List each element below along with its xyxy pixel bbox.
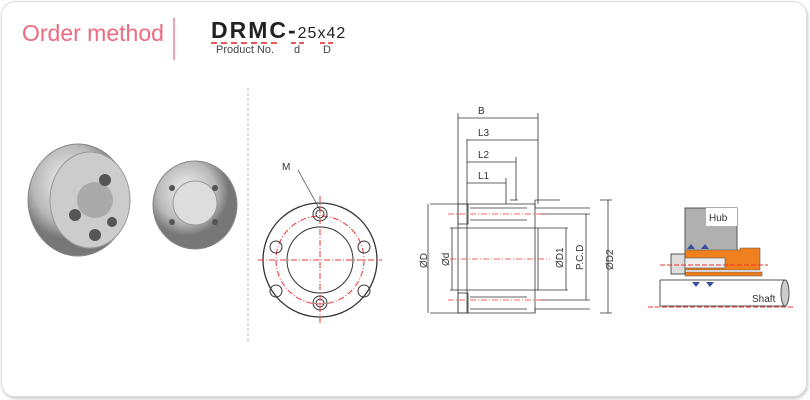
product-underline (211, 42, 277, 44)
section-title: Order method (22, 20, 164, 46)
dim-L2: L2 (478, 150, 490, 161)
D-label: D (323, 44, 331, 56)
dim-OD1: ØD1 (555, 247, 566, 268)
hub-label: Hub (709, 213, 728, 224)
product-number: DRMC- (211, 17, 298, 43)
product-no-label: Product No. (216, 44, 275, 56)
front-view (258, 169, 382, 324)
divider (173, 18, 175, 60)
dim-L1: L1 (478, 171, 490, 182)
product-code: DRMC-25x42 (211, 17, 346, 44)
dim-L3: L3 (478, 128, 490, 139)
side-view (427, 113, 612, 314)
shaft-label: Shaft (752, 294, 776, 305)
dim-Od: Ød (441, 253, 452, 266)
product-size: 25x42 (297, 25, 347, 42)
D-underline (320, 42, 333, 44)
d-underline (291, 42, 304, 44)
product-photo-2 (152, 160, 238, 250)
m-label: M (282, 162, 290, 173)
dim-PCD: P.C.D (575, 245, 586, 270)
dim-B: B (478, 106, 485, 117)
d-label: d (294, 44, 301, 56)
hub-shaft-diagram (648, 207, 795, 308)
product-photo-1 (27, 143, 131, 257)
dim-OD: ØD (419, 253, 430, 268)
dim-OD2: ØD2 (605, 249, 616, 270)
